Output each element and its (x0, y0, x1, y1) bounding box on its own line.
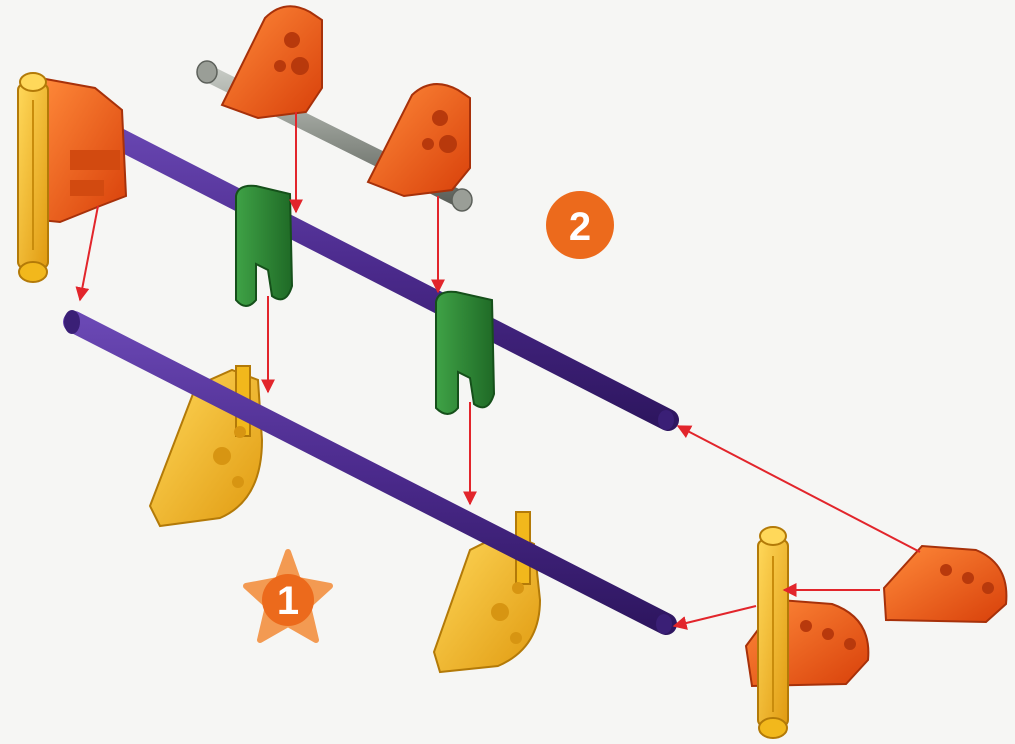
step-number-1: 1 (277, 579, 299, 623)
yellow-rod-upright-left (17, 72, 49, 283)
orange-bracket-top-right (366, 83, 471, 198)
step-number-2: 2 (569, 205, 591, 249)
step-badge-1: 1 (243, 549, 333, 643)
orange-connector-left (39, 76, 128, 224)
purple-rod-upper (67, 107, 679, 431)
green-clip-left (235, 184, 294, 307)
step-badge-2: 2 (546, 191, 614, 259)
orange-connector-right-upper (882, 544, 1008, 624)
orange-bracket-top-left (220, 5, 323, 120)
arrow (75, 205, 99, 302)
assembly-arrows (75, 112, 921, 630)
yellow-rod-upright-right (757, 526, 789, 739)
arrow (676, 425, 921, 553)
green-clip-right (435, 290, 496, 415)
purple-rod-lower (63, 310, 677, 635)
arrow (672, 605, 757, 630)
